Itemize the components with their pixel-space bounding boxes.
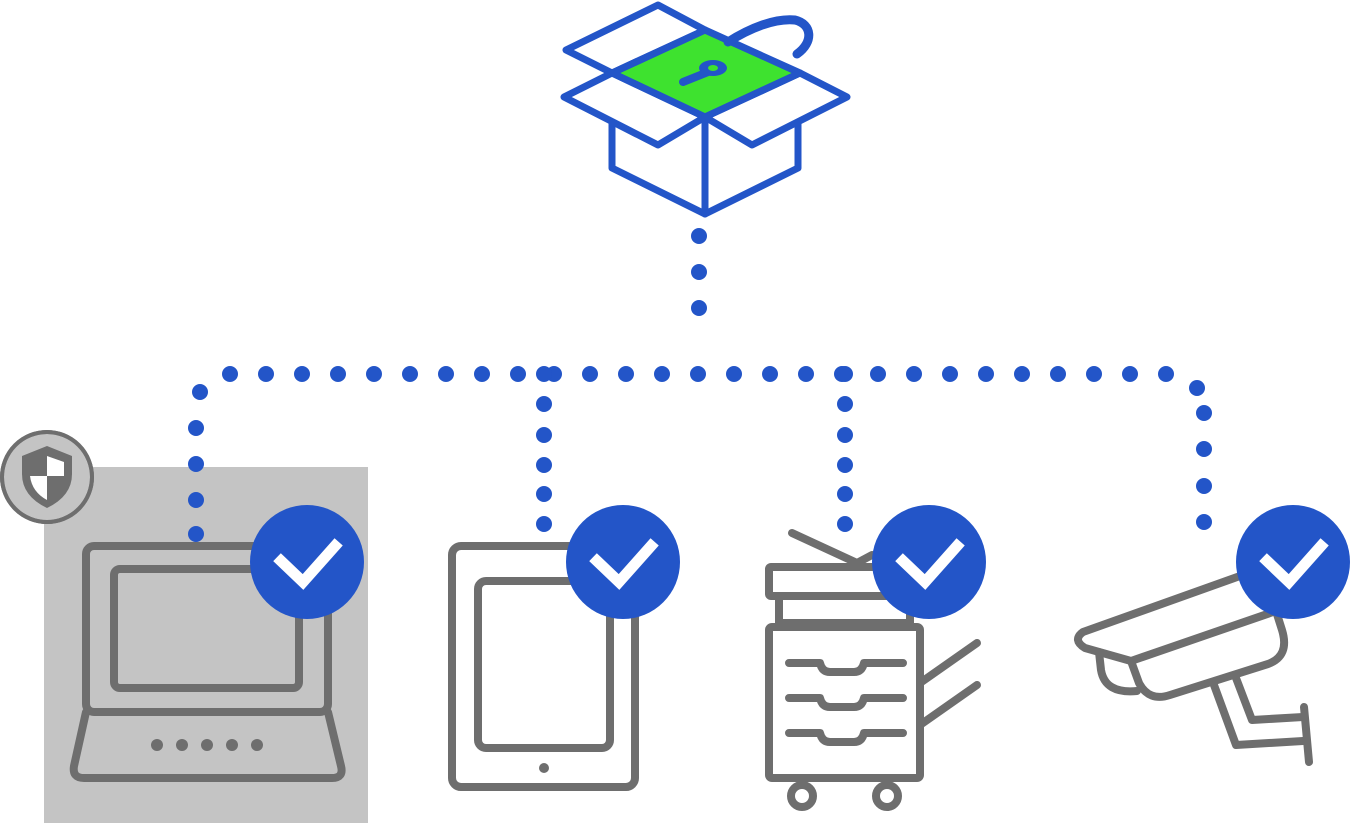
connector-dot <box>536 427 552 443</box>
connector-drop-camera <box>1196 405 1212 530</box>
connector-dot <box>691 228 707 244</box>
keyhole-icon <box>679 60 727 86</box>
check-badge-laptop <box>250 505 364 619</box>
checkmark-icon <box>895 538 965 590</box>
check-badge-tablet <box>566 505 680 619</box>
check-badge-printer <box>872 505 986 619</box>
connector-horizontal <box>192 366 1205 400</box>
laptop-icon[interactable] <box>69 542 346 782</box>
connector-dot <box>837 457 853 473</box>
laptop-base <box>69 708 346 782</box>
laptop-screen <box>110 565 303 692</box>
connector-dot <box>536 516 552 532</box>
laptop-keyboard-dots <box>151 739 263 751</box>
connector-dot <box>536 366 552 382</box>
printer-feeder-tray <box>788 529 876 567</box>
camera-mount-arm <box>1232 674 1307 724</box>
connector-dot <box>618 366 634 382</box>
tablet-icon[interactable] <box>448 542 639 791</box>
connector-dot <box>402 366 418 382</box>
connector-vertical-main <box>691 228 707 316</box>
connector-drop-tablet <box>536 366 552 532</box>
connector-dot <box>1086 366 1102 382</box>
connector-lines <box>188 228 1212 542</box>
connector-dot <box>726 366 742 382</box>
shield-badge[interactable] <box>0 430 94 524</box>
camera-mount-plate <box>1300 703 1313 766</box>
connector-dot <box>691 264 707 280</box>
connector-dot <box>582 366 598 382</box>
printer-wheel-right <box>872 781 902 811</box>
connector-dot <box>1196 441 1212 457</box>
printer-drawers <box>785 659 907 746</box>
connector-dot <box>870 366 886 382</box>
connector-dot <box>837 516 853 532</box>
connector-dot <box>837 486 853 502</box>
camera-lens <box>1095 648 1141 696</box>
checkmark-icon <box>273 538 343 590</box>
connector-dot <box>798 366 814 382</box>
tablet-home-button <box>539 763 549 773</box>
connector-dot <box>294 366 310 382</box>
connector-dot <box>474 366 490 382</box>
connector-drop-printer <box>837 366 853 532</box>
box-body-left <box>608 113 709 218</box>
connector-dot <box>978 366 994 382</box>
connector-dot <box>536 396 552 412</box>
connector-dot <box>942 366 958 382</box>
connector-dot <box>1050 366 1066 382</box>
connector-dot <box>906 366 922 382</box>
connector-dot <box>1189 380 1205 396</box>
connector-dot <box>837 366 853 382</box>
camera-body <box>1127 607 1289 701</box>
security-camera-icon[interactable] <box>1074 567 1313 766</box>
box-front-left-flap <box>560 69 709 149</box>
connector-dot <box>1196 514 1212 530</box>
connector-dot <box>654 366 670 382</box>
connector-dot <box>188 420 204 436</box>
connector-dot <box>536 457 552 473</box>
laptop-lid <box>82 542 332 716</box>
camera-mount <box>1210 681 1307 749</box>
connector-dot <box>1196 405 1212 421</box>
connector-dot <box>258 366 274 382</box>
connector-dot <box>691 300 707 316</box>
connector-dot <box>1014 366 1030 382</box>
connector-dot <box>1196 478 1212 494</box>
printer-wheel-left <box>787 781 817 811</box>
connector-dot <box>1122 366 1138 382</box>
tablet-body <box>448 542 639 791</box>
connector-dot <box>438 366 454 382</box>
connector-dot <box>837 427 853 443</box>
box-back-left-flap <box>562 1 709 77</box>
connector-dot <box>762 366 778 382</box>
open-box-with-keyhole-icon <box>560 1 851 218</box>
connector-dot <box>510 366 526 382</box>
connector-drop-laptop <box>188 420 204 542</box>
connector-dot <box>192 384 208 400</box>
camera-hood <box>1074 567 1280 665</box>
connector-dot <box>188 492 204 508</box>
box-front-right-flap <box>701 69 851 149</box>
connector-dot <box>1158 366 1174 382</box>
connector-dot <box>222 366 238 382</box>
connector-dot <box>690 366 706 382</box>
connector-dot <box>366 366 382 382</box>
connector-dot <box>330 366 346 382</box>
connector-dot <box>536 486 552 502</box>
box-body-right <box>701 119 802 218</box>
check-badge-camera <box>1236 505 1350 619</box>
checkmark-icon <box>1259 538 1329 590</box>
connector-dot <box>188 526 204 542</box>
box-shackle <box>723 15 814 59</box>
printer-cabinet <box>765 623 924 782</box>
tablet-screen <box>474 577 614 752</box>
connector-dot <box>837 396 853 412</box>
checkmark-icon <box>589 538 659 590</box>
printer-output-trays <box>916 639 981 729</box>
shield-icon <box>22 446 72 508</box>
connector-dot <box>188 456 204 472</box>
